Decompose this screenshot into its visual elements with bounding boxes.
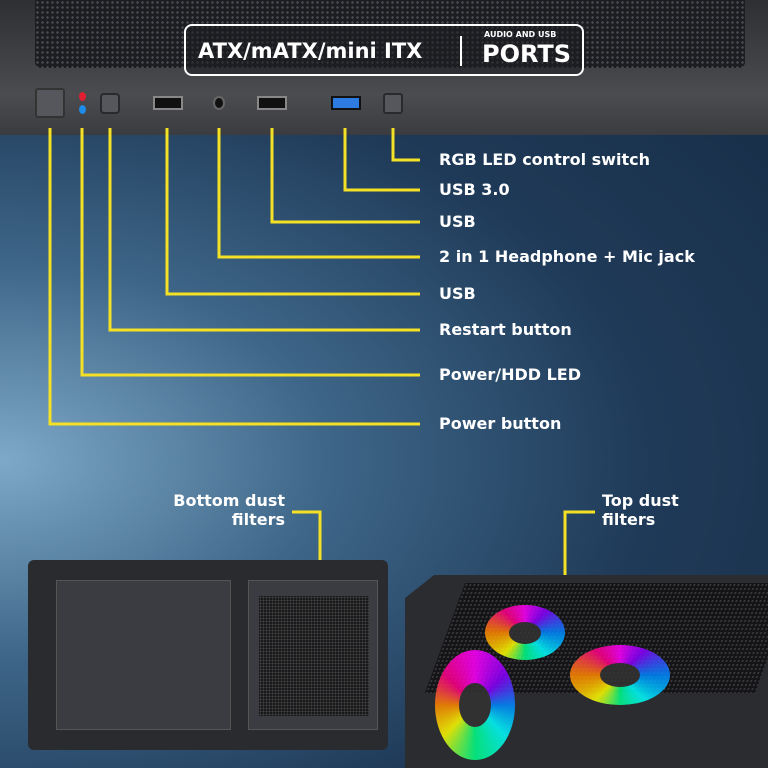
leader-power	[48, 128, 420, 426]
label-restart: Restart button	[439, 320, 572, 339]
hdd-led-icon	[79, 105, 86, 114]
usb-port-icon	[153, 96, 183, 110]
leader-restart	[108, 128, 420, 332]
label-rgb-switch: RGB LED control switch	[439, 150, 650, 169]
audio-jack-icon	[213, 96, 225, 110]
callout-line: filters	[602, 510, 656, 529]
callout-top-filters: Top dust filters	[602, 491, 679, 529]
leader-audio	[217, 128, 420, 259]
bottom-dust-filter	[259, 596, 369, 716]
callout-bottom-filters: Bottom dust filters	[140, 491, 285, 529]
callout-line: Bottom dust	[173, 491, 285, 510]
leader-rgb	[391, 128, 420, 162]
power-button-icon	[35, 88, 65, 118]
rgb-fan-icon	[435, 650, 515, 760]
divider	[460, 36, 462, 66]
feature-badge: ATX/mATX/mini ITX AUDIO AND USB PORTS	[184, 24, 584, 76]
usb-port-icon	[257, 96, 287, 110]
leader-usb	[270, 128, 420, 224]
label-power-button: Power button	[439, 414, 562, 433]
label-usb: USB	[439, 284, 476, 303]
rgb-fan-icon	[485, 605, 565, 660]
restart-button-icon	[100, 93, 120, 114]
case-front-panel: ATX/mATX/mini ITX AUDIO AND USB PORTS	[0, 0, 768, 135]
badge-big-text: PORTS	[482, 40, 572, 68]
leader-top-filter	[563, 510, 595, 580]
label-power-led: Power/HDD LED	[439, 365, 582, 384]
label-usb: USB	[439, 212, 476, 231]
rgb-fan-icon	[570, 645, 670, 705]
leader-led	[80, 128, 420, 377]
bottom-panel	[56, 580, 231, 730]
leader-usb	[165, 128, 420, 296]
case-top-view	[405, 575, 768, 768]
label-usb3: USB 3.0	[439, 180, 510, 199]
callout-line: filters	[231, 510, 285, 529]
bottom-filter-bay	[248, 580, 378, 730]
case-bottom-view	[28, 560, 388, 750]
callout-line: Top dust	[602, 491, 679, 510]
label-audio-jack: 2 in 1 Headphone + Mic jack	[439, 247, 695, 266]
rgb-switch-icon	[383, 93, 403, 114]
form-factor-text: ATX/mATX/mini ITX	[198, 39, 423, 63]
usb3-port-icon	[331, 96, 361, 110]
leader-usb3	[343, 128, 420, 192]
badge-small-text: AUDIO AND USB	[484, 30, 557, 39]
power-led-icon	[79, 92, 86, 101]
